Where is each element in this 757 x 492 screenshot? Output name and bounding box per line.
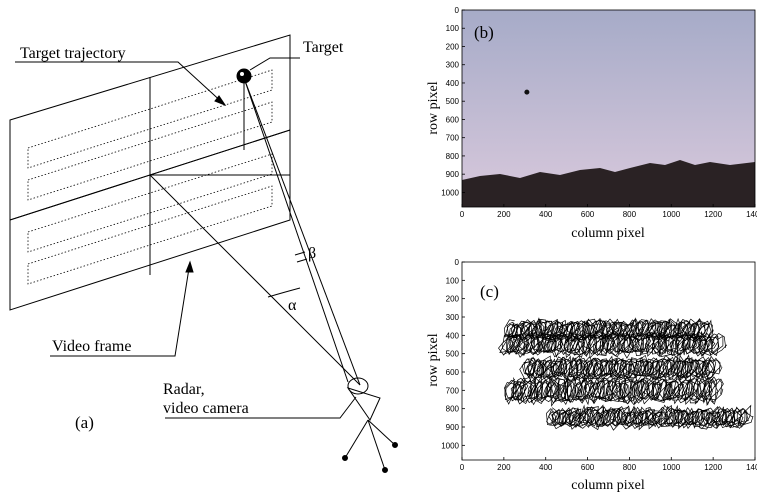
trajectory-line: [504, 376, 723, 407]
y-tick-label: 700: [446, 134, 460, 143]
beta-symbol: β: [308, 245, 316, 262]
x-tick-label: 1000: [662, 210, 680, 219]
trajectory-line: [521, 355, 721, 382]
label-target-trajectory: Target trajectory: [20, 45, 126, 62]
y-tick-label: 300: [446, 61, 460, 70]
mountain-silhouette: [462, 160, 755, 207]
y-tick-label: 900: [446, 170, 460, 179]
trajectory-line: [505, 374, 724, 407]
alpha-symbol: α: [288, 297, 297, 314]
y-tick-label: 100: [446, 276, 460, 285]
y-tick-label: 500: [446, 350, 460, 359]
axis-c-xlabel: column pixel: [571, 478, 645, 492]
radar-leader: [165, 396, 357, 419]
x-tick-label: 400: [539, 463, 553, 472]
trajectory-line: [504, 374, 724, 405]
panel-a: [9, 34, 398, 473]
video-frame-plane: [9, 129, 291, 311]
trajectory-line: [501, 330, 728, 358]
target-leader: [249, 57, 300, 71]
y-tick-label: 600: [446, 368, 460, 377]
axis-b-xlabel: column pixel: [571, 226, 645, 241]
x-tick-label: 400: [539, 210, 553, 219]
y-tick-label: 200: [446, 295, 460, 304]
x-tick-label: 0: [460, 210, 465, 219]
y-tick-label: 900: [446, 423, 460, 432]
beta-mark-1: [294, 251, 306, 256]
leg-right: [367, 419, 396, 446]
x-tick-label: 1200: [704, 463, 722, 472]
axes-c-ticks: 0 200 400 600 800 1000 1200 1400 0 100 200 300 400 50…: [441, 258, 757, 472]
y-tick-label: 500: [446, 97, 460, 106]
trajectory-arrow: [214, 95, 227, 107]
y-tick-label: 600: [446, 115, 460, 124]
x-tick-label: 600: [581, 463, 595, 472]
label-target: Target: [303, 39, 344, 56]
label-radar: Radar,: [163, 381, 205, 398]
trajectory-line: [546, 404, 752, 430]
x-tick-label: 200: [497, 463, 511, 472]
y-tick-label: 200: [446, 42, 460, 51]
x-tick-label: 0: [460, 463, 465, 472]
y-tick-label: 400: [446, 331, 460, 340]
x-tick-label: 1400: [746, 210, 757, 219]
label-video-frame: Video frame: [52, 338, 131, 355]
target-highlight: [240, 72, 244, 76]
ray-target-2: [243, 77, 349, 383]
panel-a-label: (a): [75, 413, 94, 432]
y-tick-label: 700: [446, 386, 460, 395]
x-tick-label: 1400: [746, 463, 757, 472]
x-tick-label: 600: [581, 210, 595, 219]
x-tick-label: 200: [497, 210, 511, 219]
x-tick-label: 800: [623, 210, 637, 219]
leg-back: [367, 419, 386, 471]
y-tick-label: 0: [455, 6, 460, 15]
beta-mark-2: [296, 258, 308, 263]
x-tick-label: 1000: [662, 463, 680, 472]
y-tick-label: 800: [446, 405, 460, 414]
leg-left: [344, 419, 369, 459]
panel-b: 0 200 400 600 800 1000 1200 1400 0 100 200 300 400 50…: [426, 6, 757, 241]
target-ball: [236, 68, 252, 84]
x-tick-label: 800: [623, 463, 637, 472]
x-tick-label: 1200: [704, 210, 722, 219]
videoframe-leader: [50, 261, 191, 357]
target-dot: [524, 89, 530, 95]
axes-b-ticks: 0 200 400 600 800 1000 1200 1400 0 100 200 300 400 50…: [441, 6, 757, 219]
trajectory-line: [498, 331, 724, 359]
panel-b-label: (b): [474, 23, 494, 42]
y-tick-label: 0: [455, 258, 460, 267]
label-video-camera: video camera: [163, 400, 249, 417]
y-tick-label: 400: [446, 79, 460, 88]
ray-target-1: [243, 77, 361, 386]
trajectory-plot: [498, 317, 754, 431]
ray-center: [149, 174, 361, 386]
y-tick-label: 800: [446, 152, 460, 161]
axis-c-ylabel: row pixel: [426, 333, 441, 386]
videoframe-arrow: [185, 260, 194, 273]
y-tick-label: 1000: [441, 188, 459, 197]
trajectory-leader: [15, 61, 226, 106]
y-tick-label: 1000: [441, 441, 459, 450]
y-tick-label: 300: [446, 313, 460, 322]
camera-cone: [346, 387, 381, 422]
panel-c-label: (c): [480, 282, 499, 301]
y-tick-label: 100: [446, 24, 460, 33]
trajectory-line: [499, 330, 727, 359]
alpha-arc: [267, 287, 301, 298]
camera-lens: [347, 377, 369, 395]
panel-c: 0 200 400 600 800 1000 1200 1400 0 100 200 300 400 50…: [426, 258, 757, 492]
axes-b-frame: [461, 9, 756, 208]
axis-b-ylabel: row pixel: [426, 81, 441, 134]
